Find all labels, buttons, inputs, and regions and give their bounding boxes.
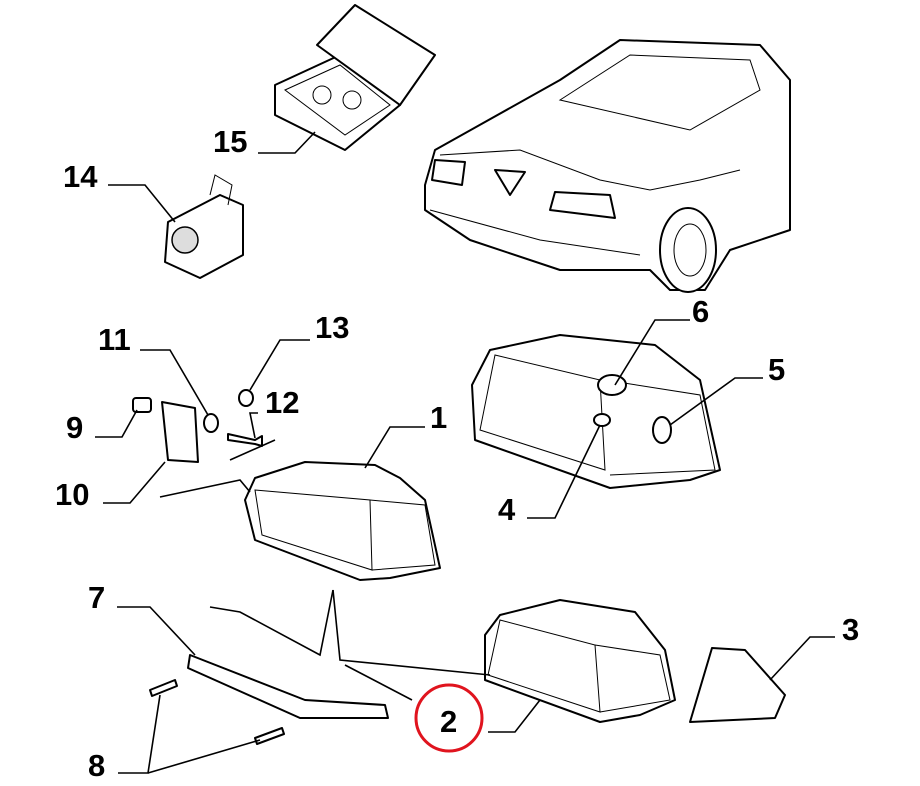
part-7-trim: [187, 654, 389, 719]
callout-3[interactable]: 3: [842, 612, 859, 647]
callout-11[interactable]: 11: [98, 322, 131, 357]
part-15-bulb-kit: [274, 4, 436, 151]
callout-13[interactable]: 13: [315, 310, 349, 345]
callout-9[interactable]: 9: [66, 410, 83, 445]
car-illustration: [424, 39, 791, 293]
callout-5[interactable]: 5: [768, 352, 785, 387]
leader-lines: [95, 131, 835, 774]
callout-2[interactable]: 2: [440, 704, 457, 739]
callout-8[interactable]: 8: [88, 748, 105, 783]
callout-15[interactable]: 15: [213, 124, 247, 159]
part-8-screws: [149, 679, 285, 745]
part-1-headlamp: [244, 461, 441, 581]
callout-10[interactable]: 10: [55, 477, 89, 512]
part-14-relay: [164, 174, 244, 279]
callout-6[interactable]: 6: [692, 294, 709, 329]
hardware-parts: [132, 389, 263, 463]
part-2-headlamp: [484, 599, 676, 723]
part-3-indicator: [689, 647, 786, 723]
callout-1[interactable]: 1: [430, 400, 447, 435]
callout-12[interactable]: 12: [265, 385, 299, 420]
callout-14[interactable]: 14: [63, 159, 98, 194]
part-assembly-headlamp: [471, 334, 721, 489]
callout-4[interactable]: 4: [498, 492, 516, 527]
callout-7[interactable]: 7: [88, 580, 105, 615]
highlight-circle: [414, 683, 484, 753]
